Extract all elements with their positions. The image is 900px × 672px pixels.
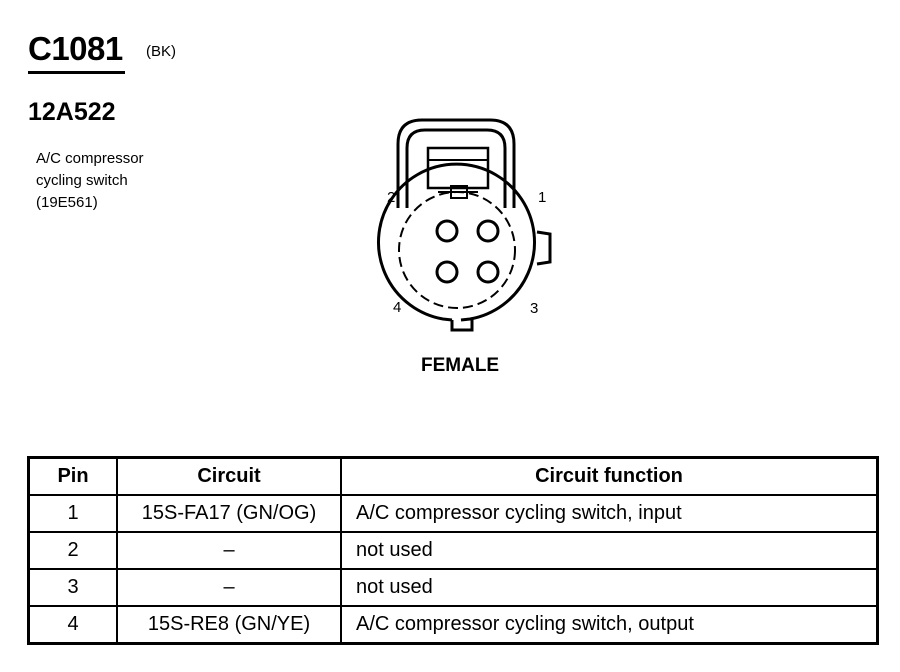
cell-circuit: 15S-RE8 (GN/YE)	[116, 605, 342, 645]
pin-label-2: 2	[387, 189, 395, 206]
cell-function: A/C compressor cycling switch, input	[340, 494, 879, 533]
part-number: 12A522	[28, 98, 116, 126]
header-pin: Pin	[27, 456, 118, 496]
side-lock-tab	[536, 230, 552, 266]
table-row: 4 15S-RE8 (GN/YE) A/C compressor cycling…	[27, 605, 879, 645]
connector-body	[377, 162, 536, 322]
keyway-tab	[450, 319, 474, 332]
connector-id-underline	[28, 71, 125, 74]
table-row: 2 – not used	[27, 531, 879, 570]
latch-outer	[396, 118, 516, 208]
pin-cavity-3	[476, 260, 500, 284]
pin-label-4: 4	[393, 299, 401, 316]
pinout-table: Pin Circuit Circuit function 1 15S-FA17 …	[27, 456, 879, 645]
cell-pin: 3	[27, 568, 118, 607]
pin-cavity-4	[435, 260, 459, 284]
cell-function: not used	[340, 531, 879, 570]
description-line: (19E561)	[36, 194, 98, 211]
cell-circuit: 15S-FA17 (GN/OG)	[116, 494, 342, 533]
cell-pin: 2	[27, 531, 118, 570]
connector-gender-label: FEMALE	[421, 355, 500, 376]
cell-pin: 4	[27, 605, 118, 645]
table-row: 3 – not used	[27, 568, 879, 607]
pin-cavity-2	[435, 219, 459, 243]
cell-function: A/C compressor cycling switch, output	[340, 605, 879, 645]
table-header-row: Pin Circuit Circuit function	[27, 456, 879, 496]
connector-id: C1081	[28, 30, 123, 67]
description-line: A/C compressor	[36, 150, 144, 167]
cell-function: not used	[340, 568, 879, 607]
cell-circuit: –	[116, 531, 342, 570]
latch-inner	[405, 128, 507, 208]
color-code: (BK)	[146, 43, 176, 60]
header-circuit: Circuit	[116, 456, 342, 496]
cell-circuit: –	[116, 568, 342, 607]
seal-outline	[398, 191, 516, 309]
pin-label-3: 3	[530, 300, 538, 317]
header-circuit-function: Circuit function	[340, 456, 879, 496]
pin-label-1: 1	[538, 189, 546, 206]
component-description: A/C compressor cycling switch (19E561)	[36, 148, 144, 214]
connector-face-diagram: 1 2 3 4	[377, 118, 552, 332]
description-line: cycling switch	[36, 172, 128, 189]
cell-pin: 1	[27, 494, 118, 533]
pin-cavity-1	[476, 219, 500, 243]
table-row: 1 15S-FA17 (GN/OG) A/C compressor cyclin…	[27, 494, 879, 533]
